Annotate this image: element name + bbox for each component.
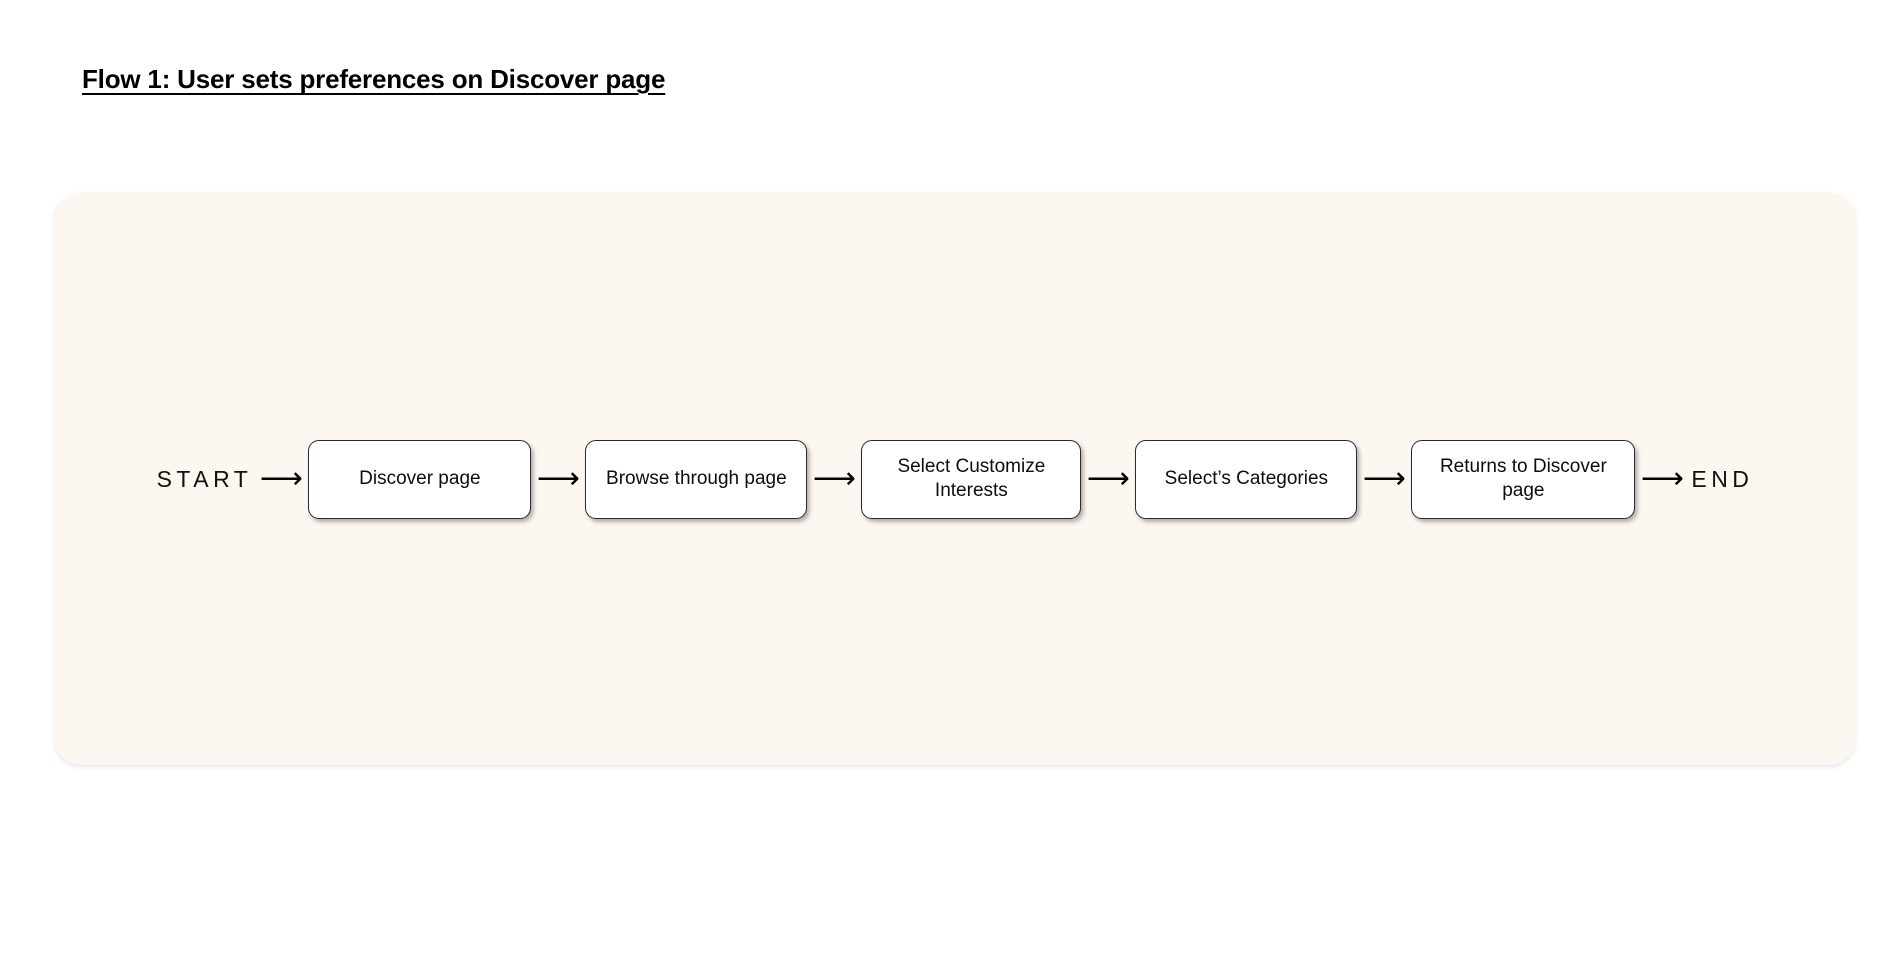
arrow-right-icon: ⟶ <box>536 461 580 496</box>
arrow-right-icon: ⟶ <box>1086 461 1130 496</box>
flow-diagram-panel: START ⟶ Discover page ⟶ Browse through p… <box>55 193 1855 765</box>
flow-start-terminal: START <box>156 465 253 492</box>
flow-node-label: Returns to Discover page <box>1439 455 1607 501</box>
page-title: Flow 1: User sets preferences on Discove… <box>82 64 666 94</box>
flow-node-label: Browse through page <box>606 467 787 489</box>
flow-node-returns-to-discover-page[interactable]: Returns to Discover page <box>1411 439 1636 519</box>
flow-node-label: Discover page <box>359 467 481 489</box>
flow-node-label: Select’s Categories <box>1164 467 1329 489</box>
flow-node-select-customize-interests[interactable]: Select Customize Interests <box>861 439 1082 519</box>
flow-sequence: START ⟶ Discover page ⟶ Browse through p… <box>55 193 1855 765</box>
arrow-right-icon: ⟶ <box>1640 461 1684 496</box>
arrow-right-icon: ⟶ <box>1362 461 1406 496</box>
arrow-right-icon: ⟶ <box>259 461 303 496</box>
flow-node-selects-categories[interactable]: Select’s Categories <box>1135 439 1358 519</box>
flow-end-terminal: END <box>1691 465 1754 492</box>
flow-node-discover-page[interactable]: Discover page <box>308 439 532 519</box>
arrow-right-icon: ⟶ <box>812 461 856 496</box>
flow-node-label: Select Customize Interests <box>897 455 1046 501</box>
flow-node-browse-through-page[interactable]: Browse through page <box>585 439 808 519</box>
